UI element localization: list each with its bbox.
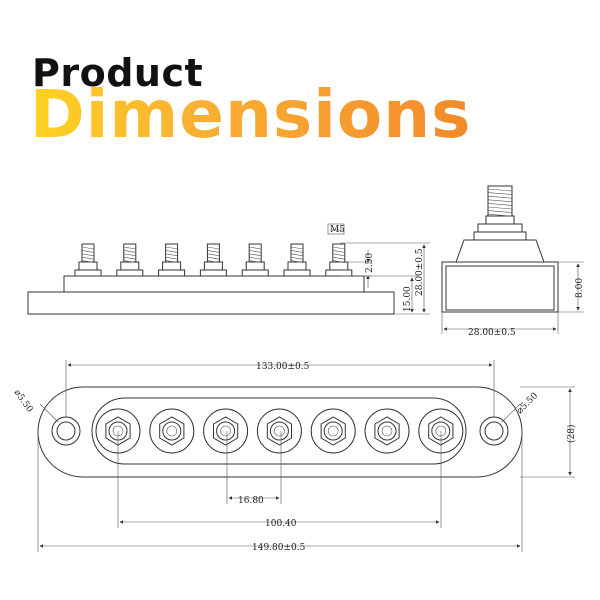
mounting-hole-left bbox=[51, 416, 81, 446]
top-stud bbox=[203, 408, 249, 454]
top-dimensions: 133.00±0.5 ⌀5.50 ⌀5.50 (28) 16.80 100.40… bbox=[12, 360, 577, 553]
dim-thread: M5 bbox=[330, 225, 345, 235]
top-stud bbox=[310, 408, 356, 454]
top-inner-block bbox=[91, 397, 467, 465]
title-dimensions: Dimensions bbox=[30, 76, 472, 153]
front-view bbox=[27, 243, 395, 315]
side-hex bbox=[485, 215, 515, 225]
dim-overall-length: 149.80±0.5 bbox=[252, 543, 306, 553]
front-stud bbox=[199, 243, 227, 277]
front-stud bbox=[158, 243, 186, 277]
side-view bbox=[441, 185, 559, 313]
side-block-inner bbox=[445, 265, 555, 311]
dim-inner-span: 100.40 bbox=[265, 519, 297, 529]
top-view bbox=[37, 386, 523, 478]
front-stud bbox=[241, 243, 269, 277]
dim-stud-height: 2.50 bbox=[365, 253, 375, 273]
side-dimensions: 8.00 28.00±0.5 bbox=[441, 261, 585, 338]
top-stud bbox=[364, 408, 410, 454]
top-studs bbox=[95, 408, 464, 454]
dim-hole-left: ⌀5.50 bbox=[12, 388, 35, 415]
front-stud bbox=[325, 243, 353, 277]
dim-base-height: 15.00 bbox=[403, 286, 413, 312]
front-dimensions: M5 2.50 15.00 28.00±0.5 bbox=[327, 223, 430, 315]
front-stud bbox=[74, 243, 102, 277]
dim-pitch: 16.80 bbox=[238, 496, 264, 506]
dim-side-height: 8.00 bbox=[575, 278, 585, 298]
front-base-plate bbox=[27, 291, 395, 315]
front-top-block bbox=[63, 275, 365, 293]
front-stud bbox=[283, 243, 311, 277]
side-thread bbox=[487, 185, 513, 217]
dim-stud-span: 133.00±0.5 bbox=[256, 362, 310, 372]
side-nut bbox=[473, 231, 527, 241]
side-taper bbox=[455, 239, 545, 263]
dim-hole-right: ⌀5.50 bbox=[515, 391, 540, 416]
top-stud bbox=[256, 408, 302, 454]
side-block-outer bbox=[441, 261, 559, 313]
title-product: Product bbox=[32, 51, 204, 95]
front-studs bbox=[74, 243, 353, 277]
top-stud bbox=[149, 408, 195, 454]
mounting-hole-right bbox=[479, 416, 509, 446]
dim-total-height: 28.00±0.5 bbox=[415, 248, 425, 296]
dim-width-ref: (28) bbox=[566, 425, 577, 443]
front-stud bbox=[116, 243, 144, 277]
dim-side-width: 28.00±0.5 bbox=[468, 328, 516, 338]
side-washer bbox=[477, 223, 523, 233]
